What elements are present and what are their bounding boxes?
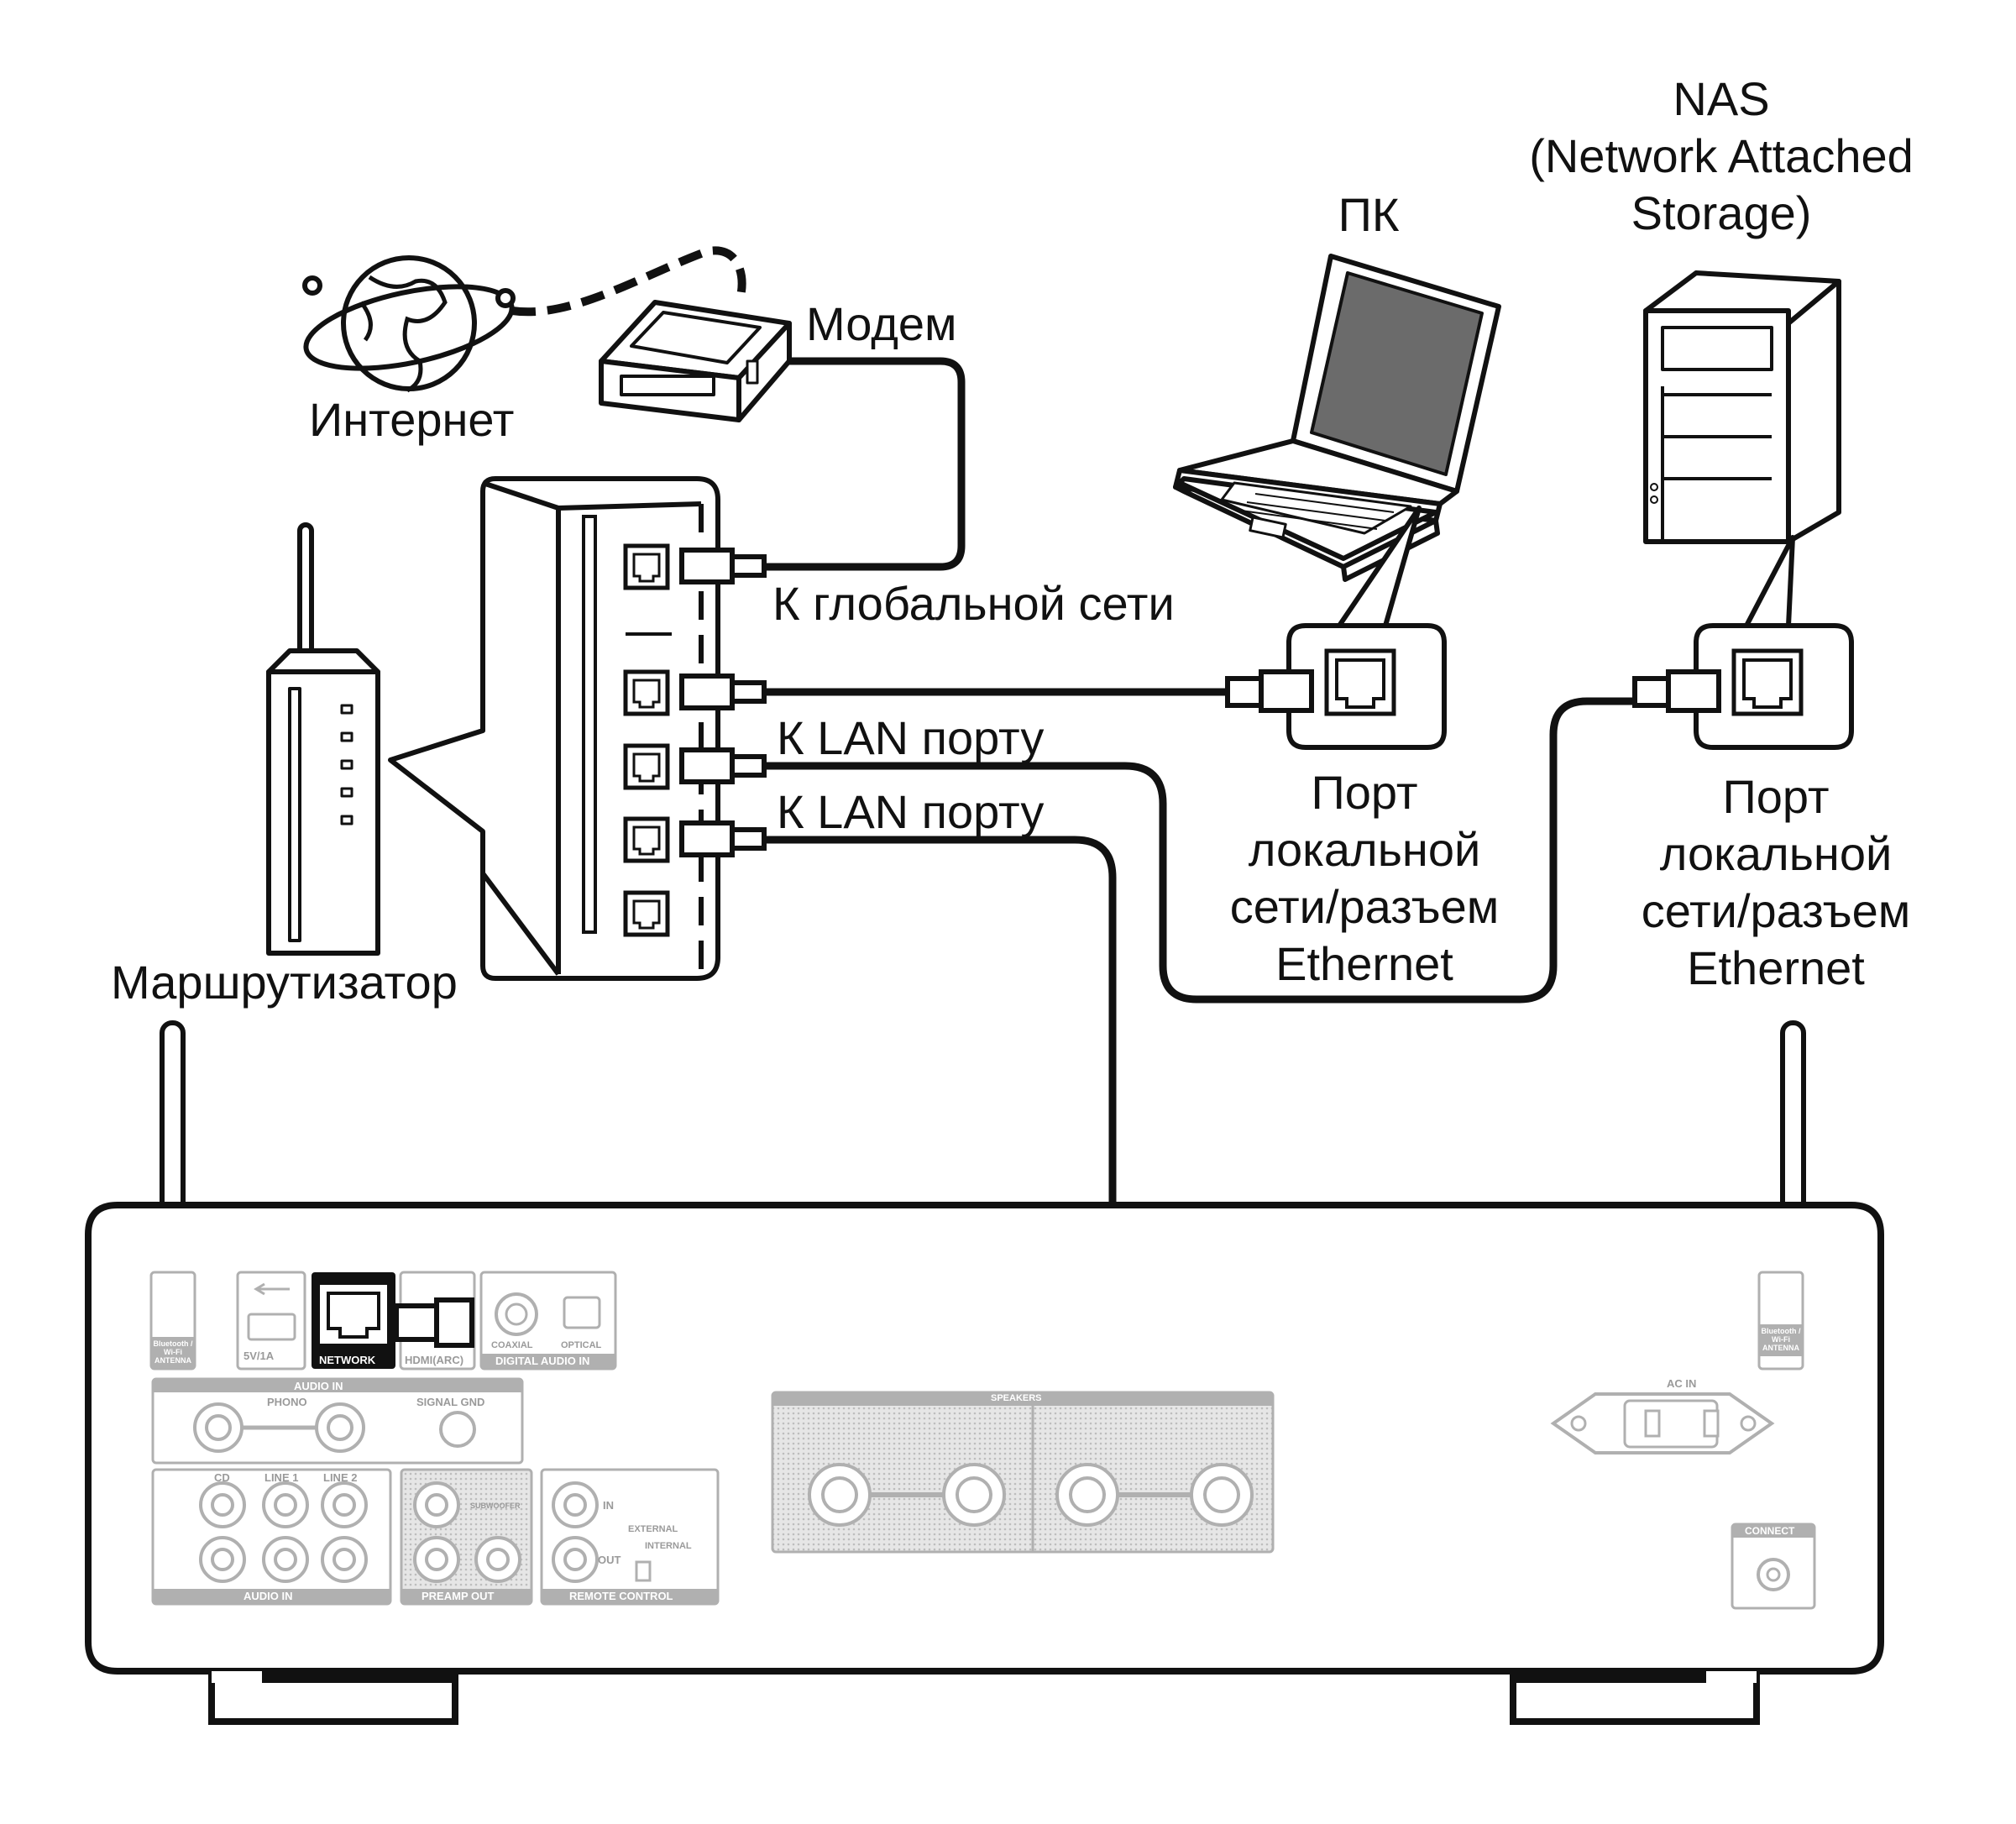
line1-label: LINE 1 [264,1471,299,1484]
optical-label: OPTICAL [561,1340,602,1350]
nas-port-label-line-2: локальной [1659,827,1893,880]
antenna-left-label: Bluetooth / Wi-Fi ANTENNA [153,1339,193,1365]
cd-label: CD [214,1471,230,1484]
router-plugs [679,548,767,857]
router-ports [623,543,670,937]
internet-link-dashed [511,246,746,317]
nas-title-line-2: (Network Attached [1529,129,1914,182]
pc-port-label-line-4: Ethernet [1275,937,1453,990]
line2-label: LINE 2 [323,1471,358,1484]
modem-icon [599,300,792,422]
phono-label: PHONO [267,1396,307,1408]
nas-title-line-1: NAS [1673,72,1770,125]
nas-title-line-3: Storage) [1631,186,1812,239]
antenna-right-label: Bluetooth / Wi-Fi ANTENNA [1761,1327,1801,1352]
remote-control-label: REMOTE CONTROL [569,1590,673,1602]
router-plug-lan-1 [679,674,767,710]
router-icon [266,522,380,956]
amplifier-rear-panel [85,1020,1884,1725]
audio-in-top-label: AUDIO IN [294,1380,343,1392]
router-plug-lan-2 [679,747,767,784]
pc-plug [1225,669,1314,713]
remote-out-label: OUT [598,1554,621,1566]
pc-label: ПК [1338,188,1400,241]
to-lan-label-2: К LAN порту [777,785,1045,838]
nas-port-label-line-3: сети/разъем [1641,884,1911,937]
wan-cable [764,357,966,571]
router-port-lan-1 [623,669,670,716]
to-lan-label-1: К LAN порту [777,711,1045,764]
pc-port-label-line-1: Порт [1311,766,1418,819]
antenna-right-icon [1780,1020,1806,1231]
coaxial-label: COAXIAL [491,1340,533,1350]
digital-audio-in-label: DIGITAL AUDIO IN [495,1355,590,1367]
signal-gnd-label: SIGNAL GND [416,1396,485,1408]
amplifier-network-plug [394,1297,474,1348]
modem-label: Модем [806,297,957,350]
network-label: NETWORK [319,1354,376,1366]
router-port-panel [480,480,704,978]
external-label: EXTERNAL [628,1524,678,1534]
internet-globe-icon [302,255,516,393]
lan-cable-nas [764,697,1633,1004]
nas-port-label-line-1: Порт [1722,770,1830,823]
nas-port-label-line-4: Ethernet [1687,941,1865,994]
pc-port-label-line-3: сети/разъем [1229,880,1500,933]
nas-plug [1632,669,1721,713]
ac-in-label: AC IN [1667,1377,1697,1390]
preamp-out-label: PREAMP OUT [422,1590,495,1602]
router-plug-wan [679,548,767,584]
pc-port-callout [1286,506,1447,750]
audio-in-bottom-label: AUDIO IN [243,1590,293,1602]
hdmi-label: HDMI(ARC) [405,1354,464,1366]
laptop-icon [1173,254,1501,582]
internal-label: INTERNAL [645,1541,692,1551]
router-plug-lan-3 [679,820,767,857]
antenna-left-icon [160,1020,186,1231]
router-port-lan-2 [623,743,670,790]
connect-label: CONNECT [1745,1525,1795,1537]
router-port-lan-4 [623,890,670,937]
nas-port-callout [1694,535,1854,750]
subwoofer-label: SUBWOOFER [470,1502,521,1510]
pc-port-label: Порт локальной сети/разъем Ethernet [1197,764,1532,993]
to-wan-label: К глобальной сети [772,577,1175,630]
nas-title: NAS (Network Attached Storage) [1495,71,1948,242]
router-port-wan [623,543,670,590]
router-port-lan-3 [623,816,670,863]
nas-icon [1643,270,1841,544]
speakers-label: SPEAKERS [991,1393,1042,1403]
nas-port-label: Порт локальной сети/разъем Ethernet [1608,768,1944,997]
pc-port-label-line-2: локальной [1248,823,1481,876]
usb-label: 5V/1A [243,1350,275,1362]
internet-label: Интернет [309,393,515,446]
router-label: Маршрутизатор [111,956,458,1009]
remote-in-label: IN [603,1499,614,1512]
